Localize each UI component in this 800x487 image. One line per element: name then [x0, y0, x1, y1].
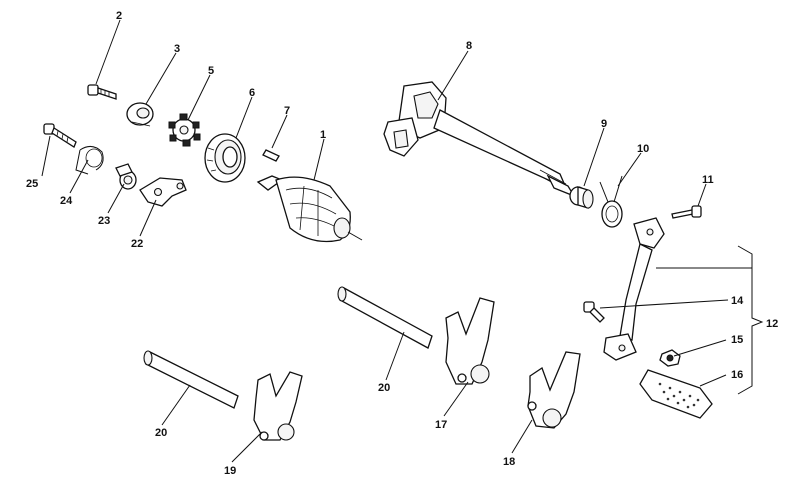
part-2-bolt	[87, 84, 117, 100]
callout-6: 6	[249, 87, 255, 99]
part-14-bolt	[583, 301, 605, 323]
part-3-cam-washer	[126, 102, 154, 127]
part-17-shift-fork	[445, 297, 495, 385]
callout-17: 17	[435, 419, 447, 431]
part-7-pin	[262, 149, 280, 162]
callout-20-left: 20	[155, 427, 167, 439]
part-1-shift-drum	[256, 175, 363, 243]
part-25-bolt	[43, 123, 77, 148]
callout-19: 19	[224, 465, 236, 477]
part-9-bushing	[569, 186, 594, 209]
callout-22: 22	[131, 238, 143, 250]
part-12-gear-lever	[603, 217, 665, 361]
callout-8: 8	[466, 40, 472, 52]
callout-1: 1	[320, 129, 326, 141]
part-23-roller	[115, 163, 137, 190]
callout-20-right: 20	[378, 382, 390, 394]
callout-11: 11	[702, 174, 714, 186]
part-24-spring-clip	[75, 146, 104, 175]
callout-24: 24	[60, 195, 73, 207]
part-22-cam-plate	[139, 177, 187, 207]
callout-5: 5	[208, 65, 214, 77]
callout-18: 18	[503, 456, 515, 468]
part-11-bolt	[671, 205, 702, 219]
part-8-shift-shaft	[383, 81, 576, 198]
part-15-nut	[659, 349, 681, 367]
callout-9: 9	[601, 118, 607, 130]
callout-3: 3	[174, 43, 180, 55]
part-6-bearing	[204, 133, 246, 183]
part-20-rod-left	[143, 350, 239, 409]
part-20-rod-right	[337, 286, 433, 349]
callout-7: 7	[284, 105, 290, 117]
callout-labels: 2 3 5 6 7 1 8 9 10 11 12 14 15 16 17 18 …	[26, 10, 778, 477]
callout-23: 23	[98, 215, 110, 227]
callout-14: 14	[731, 295, 744, 307]
callout-16: 16	[731, 369, 743, 381]
callout-25: 25	[26, 178, 38, 190]
part-19-shift-fork	[253, 371, 303, 441]
part-5-star-drum	[168, 113, 201, 147]
part-18-shift-fork	[527, 351, 581, 429]
leader-lines	[41, 19, 764, 463]
part-10-spring	[599, 175, 623, 228]
callout-15: 15	[731, 334, 743, 346]
callout-10: 10	[637, 143, 649, 155]
callout-12: 12	[766, 318, 778, 330]
callout-2: 2	[116, 10, 122, 22]
part-16-footpeg-rubber	[639, 369, 713, 419]
